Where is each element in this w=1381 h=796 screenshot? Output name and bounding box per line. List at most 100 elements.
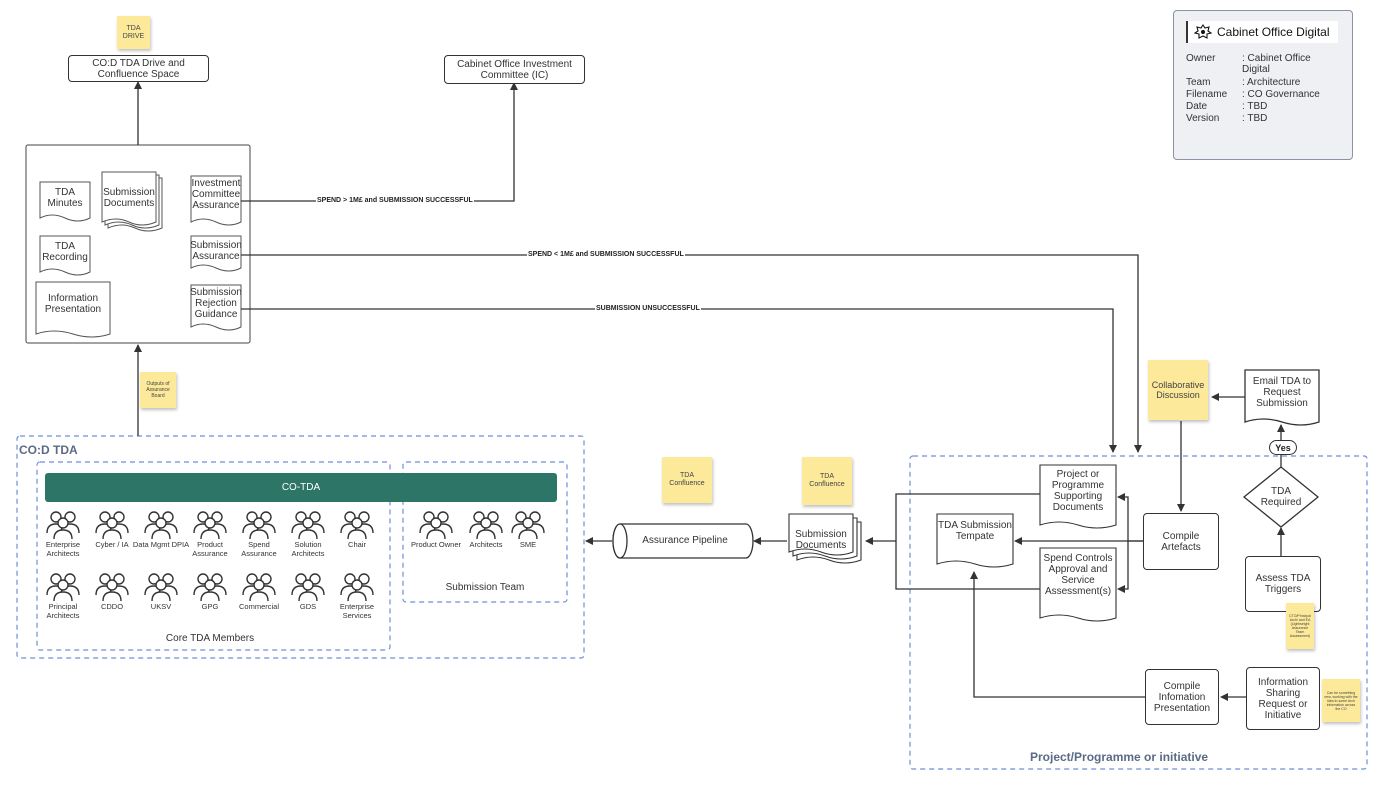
member-label: CDDO (100, 602, 124, 611)
member-icon (43, 571, 83, 606)
tda-template-label[interactable]: TDA Submission Tempate (938, 520, 1012, 542)
tda-drive-note[interactable]: TDA DRIVE (117, 16, 150, 49)
confluence-note-2[interactable]: TDA Confluence (802, 457, 852, 505)
member-label: Data Mgmt DPIA (132, 540, 190, 549)
co-tda-bar-label: CO-TDA (281, 482, 321, 493)
info-key: Filename (1186, 89, 1228, 100)
core-members-label: Core TDA Members (165, 633, 255, 644)
info-row: Filename : CO Governance (1186, 89, 1340, 100)
member-icon (337, 509, 377, 544)
info-note[interactable]: Can be something new, working with the i… (1322, 679, 1360, 722)
co-tda-bar: CO-TDA (45, 473, 557, 502)
member-label: Product Assurance (192, 540, 228, 558)
ic-assurance-label: Investment Committee Assurance (191, 178, 241, 211)
rejection-guidance-label: Submission Rejection Guidance (190, 287, 242, 320)
brand-badge: Cabinet Office Digital (1186, 21, 1338, 43)
spend-controls-label[interactable]: Spend Controls Approval and Service Asse… (1043, 553, 1113, 597)
brand-name: Cabinet Office Digital (1217, 25, 1330, 39)
outputs-note-text: Outputs of Assurance Board (146, 381, 170, 399)
confluence-note-1-text: TDA Confluence (669, 472, 705, 487)
yes-badge-text: Yes (1275, 442, 1291, 453)
member-icon (43, 509, 83, 544)
member-icon (288, 509, 328, 544)
info-key: Version (1186, 113, 1220, 124)
doc-shape-recording (39, 235, 91, 276)
doc-shape-ic-assurance (190, 175, 242, 226)
submission-team-label: Submission Team (445, 582, 525, 593)
info-key: Date (1186, 101, 1208, 112)
triggers-note[interactable]: CTO/Principal Arch/ and EA (Lightweight … (1286, 603, 1314, 649)
triggers-note-text: CTO/Principal Arch/ and EA (Lightweight … (1289, 614, 1311, 638)
tda-template-shape (936, 513, 1014, 568)
info-value: : Architecture (1242, 77, 1301, 88)
document-info-card: Cabinet Office Digital Owner: Cabinet Of… (1173, 10, 1353, 160)
spend-controls-shape (1039, 547, 1117, 622)
cod-tda-title: CO:D TDA (19, 443, 78, 457)
member-label: UKSV (150, 602, 172, 611)
yes-badge: Yes (1269, 440, 1297, 455)
member-icon (92, 571, 132, 606)
compile-info-box[interactable]: Compile Infomation Presentation (1145, 669, 1219, 725)
team-member-label: Product Owner (410, 540, 462, 549)
member-label: Enterprise Services (339, 602, 375, 620)
edge-label-spend-over: SPEND > 1M£ and SUBMISSION SUCCESSFUL (316, 197, 474, 205)
info-sharing-box[interactable]: Information Sharing Request or Initiativ… (1246, 667, 1320, 730)
member-icon (141, 509, 181, 544)
member-label: Cyber / IA (95, 540, 129, 549)
submission-assurance-label: Submission Assurance (190, 240, 242, 262)
team-member-icon (466, 509, 506, 544)
ic-box[interactable]: Cabinet Office Investment Committee (IC) (444, 55, 585, 84)
compile-artefacts-box[interactable]: Compile Artefacts (1143, 513, 1219, 570)
member-label: GDS (299, 602, 317, 611)
team-member-label: SME (519, 540, 537, 549)
team-member-label: Architects (469, 540, 503, 549)
supporting-docs-shape (1039, 464, 1117, 529)
member-icon (190, 509, 230, 544)
core-members-frame (36, 461, 391, 651)
confluence-note-1[interactable]: TDA Confluence (662, 457, 712, 503)
submission-team-frame (402, 461, 568, 603)
cod-tda-frame (16, 435, 585, 659)
member-label: Enterprise Architects (45, 540, 81, 558)
member-icon (239, 509, 279, 544)
email-tda-label[interactable]: Email TDA to Request Submission (1252, 376, 1312, 409)
tda-drive-note-text: TDA DRIVE (122, 24, 145, 40)
member-label: Principal Architects (46, 602, 80, 620)
project-frame (909, 455, 1368, 770)
member-label: Solution Architects (291, 540, 325, 558)
drive-box[interactable]: CO:D TDA Drive and Confluence Space (68, 55, 209, 82)
member-icon (288, 571, 328, 606)
tda-required-label[interactable]: TDA Required (1260, 486, 1302, 508)
project-title: Project/Programme or initiative (1030, 750, 1209, 764)
info-value: : Cabinet Office Digital (1242, 53, 1311, 75)
member-icon (190, 571, 230, 606)
doc-shape-submission-docs (101, 171, 157, 226)
email-tda-shape (1244, 369, 1320, 426)
tda-minutes-label: TDA Minutes (47, 187, 83, 209)
assess-triggers-label: Assess TDA Triggers (1255, 573, 1311, 595)
assurance-pipeline-label[interactable]: Assurance Pipeline (642, 535, 728, 546)
team-member-icon (416, 509, 456, 544)
info-row: Date : TBD (1186, 101, 1340, 112)
middle-submission-docs-label[interactable]: Submission Documents (795, 529, 847, 551)
edge-label-spend-under: SPEND < 1M£ and SUBMISSION SUCCESSFUL (527, 251, 685, 259)
info-value: : TBD (1242, 101, 1268, 112)
collab-note[interactable]: Collaborative Discussion (1148, 360, 1208, 420)
doc-shape-info-presentation (35, 281, 111, 338)
info-value: : CO Governance (1242, 89, 1320, 100)
supporting-docs-label[interactable]: Project or Programme Supporting Document… (1051, 469, 1105, 513)
member-label: Commercial (238, 602, 279, 611)
information-presentation-label: Information Presentation (44, 293, 102, 315)
member-label: Spend Assurance (241, 540, 277, 558)
doc-shape-minutes (39, 181, 91, 222)
info-row: Version: TBD (1186, 113, 1340, 124)
info-row: Team : Architecture (1186, 77, 1340, 88)
crest-icon (1194, 24, 1212, 39)
member-icon (141, 571, 181, 606)
doc-shape-rejection (190, 284, 242, 331)
info-key: Team (1186, 77, 1211, 88)
outputs-note[interactable]: Outputs of Assurance Board (140, 372, 176, 408)
ic-box-label: Cabinet Office Investment Committee (IC) (457, 58, 572, 81)
assess-triggers-box[interactable]: Assess TDA Triggers (1245, 556, 1321, 612)
drive-box-label: CO:D TDA Drive and Confluence Space (92, 57, 185, 80)
